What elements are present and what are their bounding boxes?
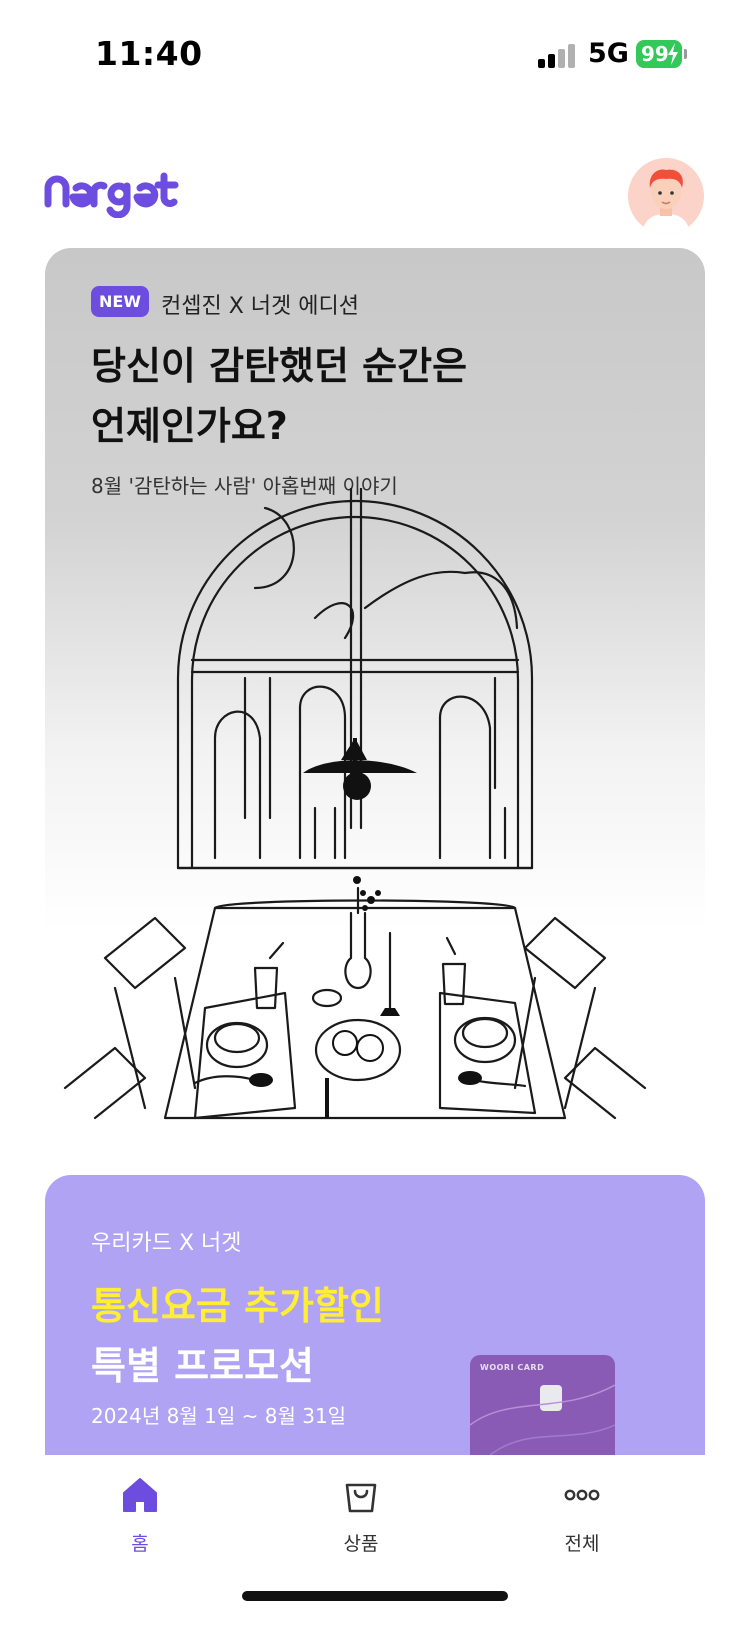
promo-banner[interactable]: 우리카드 X 너겟 통신요금 추가할인 특별 프로모션 2024년 8월 1일 … xyxy=(45,1175,705,1455)
hero-banner[interactable]: NEW 컨셉진 X 너겟 에디션 당신이 감탄했던 순간은 언제인가요? 8월 … xyxy=(45,248,705,1158)
status-time: 11:40 xyxy=(95,34,203,73)
battery-level: 99 xyxy=(641,42,669,66)
promo-kicker: 우리카드 X 너겟 xyxy=(91,1231,242,1256)
hero-title-line2: 언제인가요? xyxy=(91,404,288,448)
charging-bolt-icon xyxy=(668,43,678,65)
more-icon xyxy=(564,1489,600,1501)
new-badge: NEW xyxy=(91,286,149,317)
network-type: 5G xyxy=(588,38,629,69)
home-icon xyxy=(123,1478,157,1512)
nav-all[interactable]: 전체 xyxy=(522,1475,642,1556)
status-bar: 11:40 5G 99 xyxy=(0,0,750,110)
home-indicator xyxy=(242,1591,508,1601)
promo-date: 2024년 8월 1일 ~ 8월 31일 xyxy=(91,1404,347,1428)
hero-title-line1: 당신이 감탄했던 순간은 xyxy=(91,344,468,388)
credit-card-image: WOORI CARD xyxy=(470,1355,615,1455)
hero-kicker: 컨셉진 X 너겟 에디션 xyxy=(161,294,359,319)
nav-home[interactable]: 홈 xyxy=(80,1475,200,1556)
dining-room-illustration xyxy=(63,488,647,1120)
shopping-bag-icon xyxy=(345,1483,377,1513)
hero-caption: 8월 '감탄하는 사람' 아홉번째 이야기 xyxy=(91,474,398,498)
nav-products-label: 상품 xyxy=(343,1533,379,1555)
signal-icon xyxy=(538,44,578,68)
nav-products[interactable]: 상품 xyxy=(301,1475,421,1556)
hero-title: 당신이 감탄했던 순간은 언제인가요? xyxy=(91,336,467,456)
avatar-illustration xyxy=(642,169,690,234)
card-brand-label: WOORI CARD xyxy=(480,1363,545,1372)
battery-tip xyxy=(684,49,687,59)
nav-home-label: 홈 xyxy=(131,1533,149,1555)
profile-avatar[interactable] xyxy=(628,158,704,234)
promo-title-line2: 특별 프로모션 xyxy=(91,1344,314,1388)
nav-all-label: 전체 xyxy=(564,1533,600,1555)
nerget-logo[interactable] xyxy=(43,168,188,218)
card-pattern xyxy=(470,1384,615,1455)
promo-title-line1: 통신요금 추가할인 xyxy=(91,1284,384,1328)
battery-icon: 99 xyxy=(636,40,682,68)
